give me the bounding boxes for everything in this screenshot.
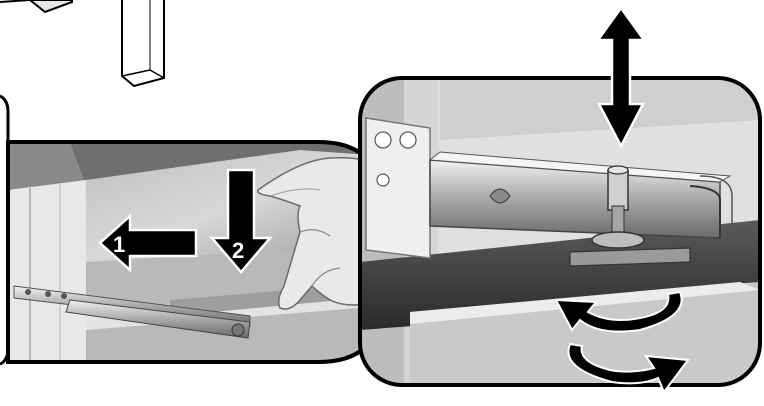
step-2-label: 2 xyxy=(232,238,244,263)
left-panel: 1 2 xyxy=(8,142,384,364)
right-panel xyxy=(360,8,760,392)
step-1-label: 1 xyxy=(113,232,125,257)
right-panel-photo xyxy=(360,78,760,385)
